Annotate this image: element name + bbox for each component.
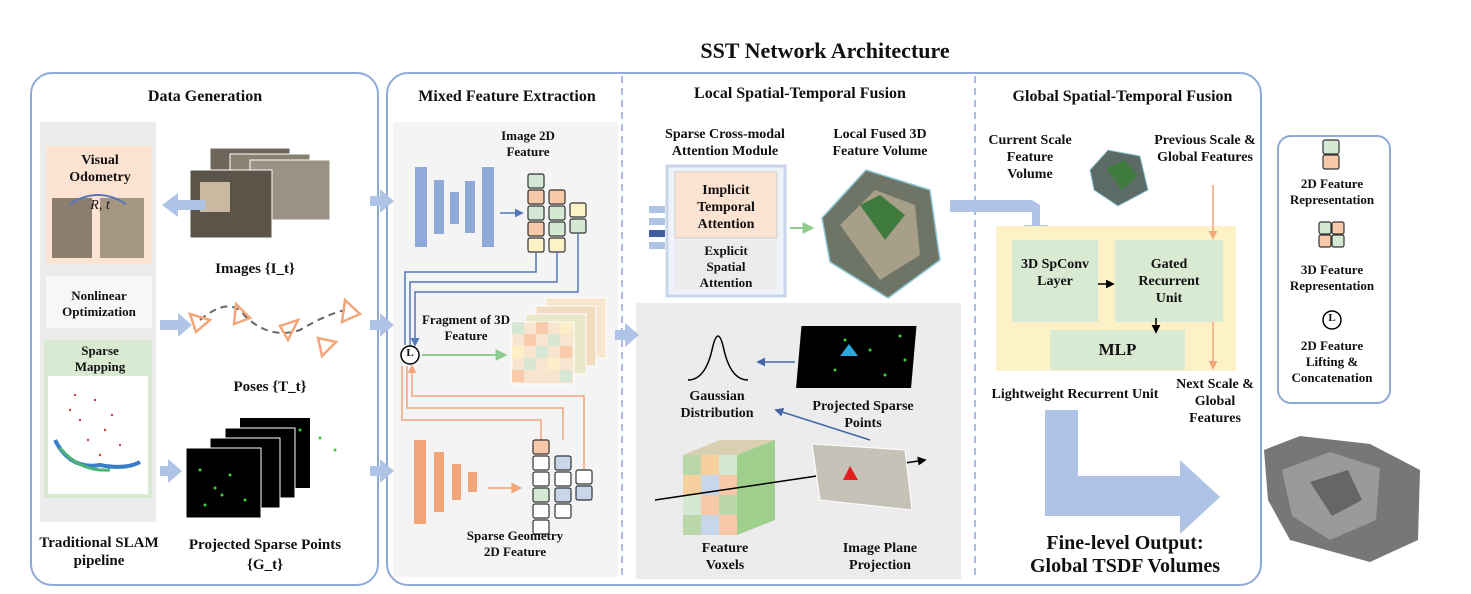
output-line2: Global TSDF Volumes <box>1029 555 1221 577</box>
sparse-geometry-label: Sparse Geometry 2D Feature <box>466 528 564 559</box>
nonlinear-optimization-label: Nonlinear Optimization <box>62 288 136 319</box>
mlp-label: MLP <box>1098 340 1137 359</box>
legend-3d-feature: 3D Feature Representation <box>1289 262 1375 293</box>
previous-scale-label: Previous Scale & Global Features <box>1154 133 1256 165</box>
next-scale-label: Next Scale & Global Features <box>1176 377 1254 426</box>
gt-label: {G_t} <box>247 557 283 573</box>
sparse-mapping-label: Sparse Mapping <box>74 343 126 374</box>
lightweight-label: Lightweight Recurrent Unit <box>991 387 1159 402</box>
feature-voxels-label: Feature Voxels <box>701 541 749 573</box>
data-generation-header: Data Generation <box>147 88 263 105</box>
traditional-slam-label: Traditional SLAM pipeline <box>39 535 159 569</box>
current-scale-label: Current Scale Feature Volume <box>988 133 1072 182</box>
local-fusion-header: Local Spatial-Temporal Fusion <box>694 85 906 102</box>
page-title: SST Network Architecture <box>700 38 950 63</box>
local-fused-volume-label: Local Fused 3D Feature Volume <box>832 127 928 159</box>
gru-label: Gated Recurrent Unit <box>1138 257 1200 306</box>
spconv-label: 3D SpConv Layer <box>1020 257 1090 289</box>
poses-label: Poses {T_t} <box>233 379 307 395</box>
explicit-spatial-label: Explicit Spatial Attention <box>699 243 753 290</box>
projected-sparse-points-label: Projected Sparse Points <box>188 537 342 553</box>
mixed-feature-header: Mixed Feature Extraction <box>418 88 596 105</box>
gaussian-label: Gaussian Distribution <box>680 389 754 421</box>
implicit-temporal-label: Implicit Temporal Attention <box>697 183 755 232</box>
projected-sparse-points-local-label: Projected Sparse Points <box>812 399 914 431</box>
image-plane-projection-label: Image Plane Projection <box>842 541 918 573</box>
legend-lift-symbol: L <box>1328 312 1336 324</box>
rt-label: R, t <box>90 198 110 213</box>
global-fusion-header: Global Spatial-Temporal Fusion <box>1012 88 1233 105</box>
images-label: Images {I_t} <box>215 261 295 277</box>
legend-panel <box>1277 135 1391 404</box>
visual-odometry-label: Visual Odometry <box>69 153 131 185</box>
legend-lifting: 2D Feature Lifting & Concatenation <box>1291 338 1373 385</box>
fragment-3d-feature-label: Fragment of 3D Feature <box>421 312 511 343</box>
lift-symbol: L <box>406 347 414 359</box>
output-line1: Fine-level Output: <box>1046 532 1204 554</box>
image-2d-feature-label: Image 2D Feature <box>501 128 555 159</box>
legend-2d-feature: 2D Feature Representation <box>1289 176 1375 207</box>
sparse-cross-modal-label: Sparse Cross-modal Attention Module <box>665 127 785 159</box>
